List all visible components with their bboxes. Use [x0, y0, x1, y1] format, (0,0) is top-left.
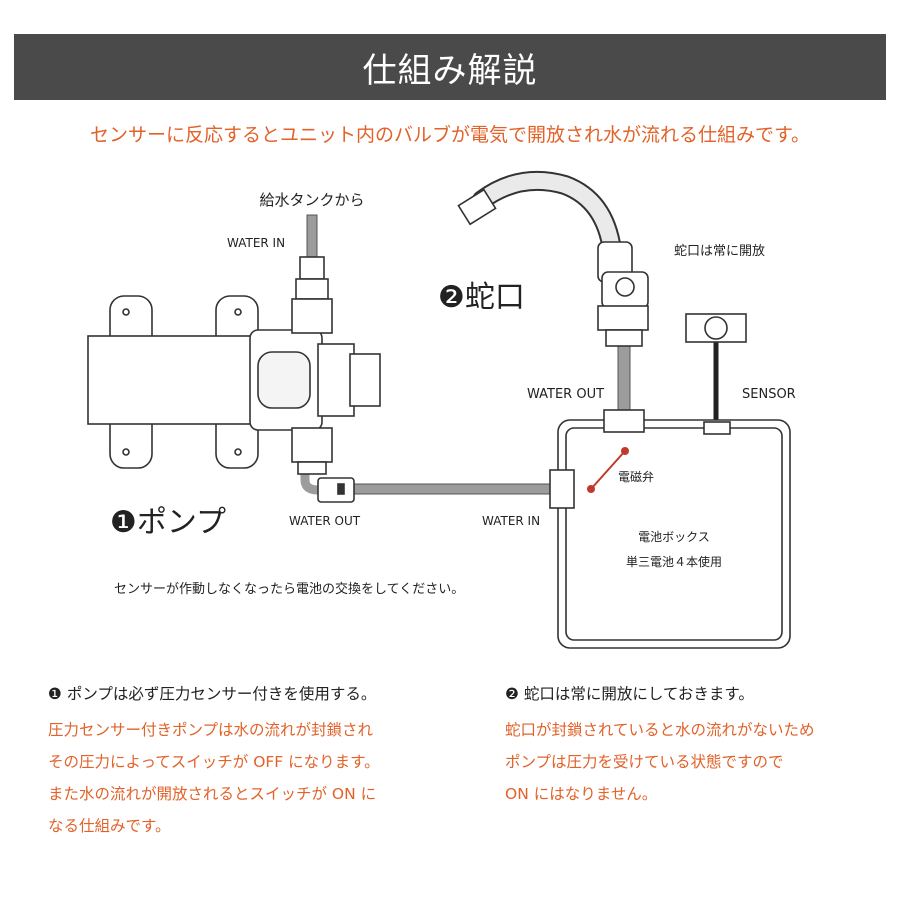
faucet: [457, 170, 649, 347]
connecting-tube: [349, 483, 556, 495]
control-box: [549, 409, 791, 649]
battery-box-label: 電池ボックス: [638, 530, 710, 544]
solenoid-valve: [587, 447, 629, 493]
pump-label: ❶ポンプ: [110, 505, 226, 540]
page-subtitle: センサーに反応するとユニット内のバルブが電気で開放され水が流れる仕組みです。: [89, 124, 811, 146]
faucet-note-line: 蛇口が封鎖されていると水の流れがないため: [505, 721, 815, 739]
pump-water-out-label: WATER OUT: [289, 514, 361, 528]
faucet-note-line: ポンプは圧力を受けている状態ですので: [505, 753, 784, 771]
page-title: 仕組み解説: [362, 50, 538, 91]
pump-note-heading: ❶ ポンプは必ず圧力センサー付きを使用する。: [48, 685, 377, 703]
pump-note: ❶ ポンプは必ず圧力センサー付きを使用する。 圧力センサー付きポンプは水の流れが…: [48, 678, 380, 842]
box-water-in-label: WATER IN: [482, 514, 540, 528]
title-bar: 仕組み解説: [14, 34, 886, 100]
pump-note-body: 圧力センサー付きポンプは水の流れが封鎖され その圧力によってスイッチが OFF …: [48, 714, 380, 842]
pump-note-line: また水の流れが開放されるとスイッチが ON に: [48, 785, 377, 803]
system-diagram: 給水タンクから WATER IN ❷蛇口 蛇口は常に開放 WATER OUT S…: [87, 170, 796, 649]
pump-note-line: 圧力センサー付きポンプは水の流れが封鎖され: [48, 721, 374, 739]
faucet-label: ❷蛇口: [438, 280, 525, 315]
valve-label: 電磁弁: [618, 469, 654, 484]
box-water-out-label: WATER OUT: [527, 387, 604, 402]
tank-label: 給水タンクから: [259, 191, 364, 209]
water-in-top-label: WATER IN: [227, 236, 285, 250]
pump: [87, 256, 381, 503]
faucet-note-line: ON にはなりません。: [505, 785, 658, 803]
faucet-tube: [617, 344, 631, 414]
sensor-head: [685, 313, 747, 343]
faucet-note: 蛇口は常に開放: [674, 244, 765, 259]
pump-note-line: その圧力によってスイッチが OFF になります。: [48, 753, 380, 771]
pump-note-line: なる仕組みです。: [48, 817, 171, 835]
inlet-tube: [306, 214, 318, 258]
faucet-note-section: ❷ 蛇口は常に開放にしておきます。 蛇口が封鎖されていると水の流れがないため ポ…: [505, 678, 815, 810]
faucet-note-heading: ❷ 蛇口は常に開放にしておきます。: [505, 685, 754, 703]
faucet-note-body: 蛇口が封鎖されていると水の流れがないため ポンプは圧力を受けている状態ですので …: [505, 714, 815, 810]
battery-note: センサーが作動しなくなったら電池の交換をしてください。: [114, 581, 464, 597]
battery-type-label: 単三電池４本使用: [626, 554, 722, 569]
sensor-label: SENSOR: [742, 387, 796, 402]
